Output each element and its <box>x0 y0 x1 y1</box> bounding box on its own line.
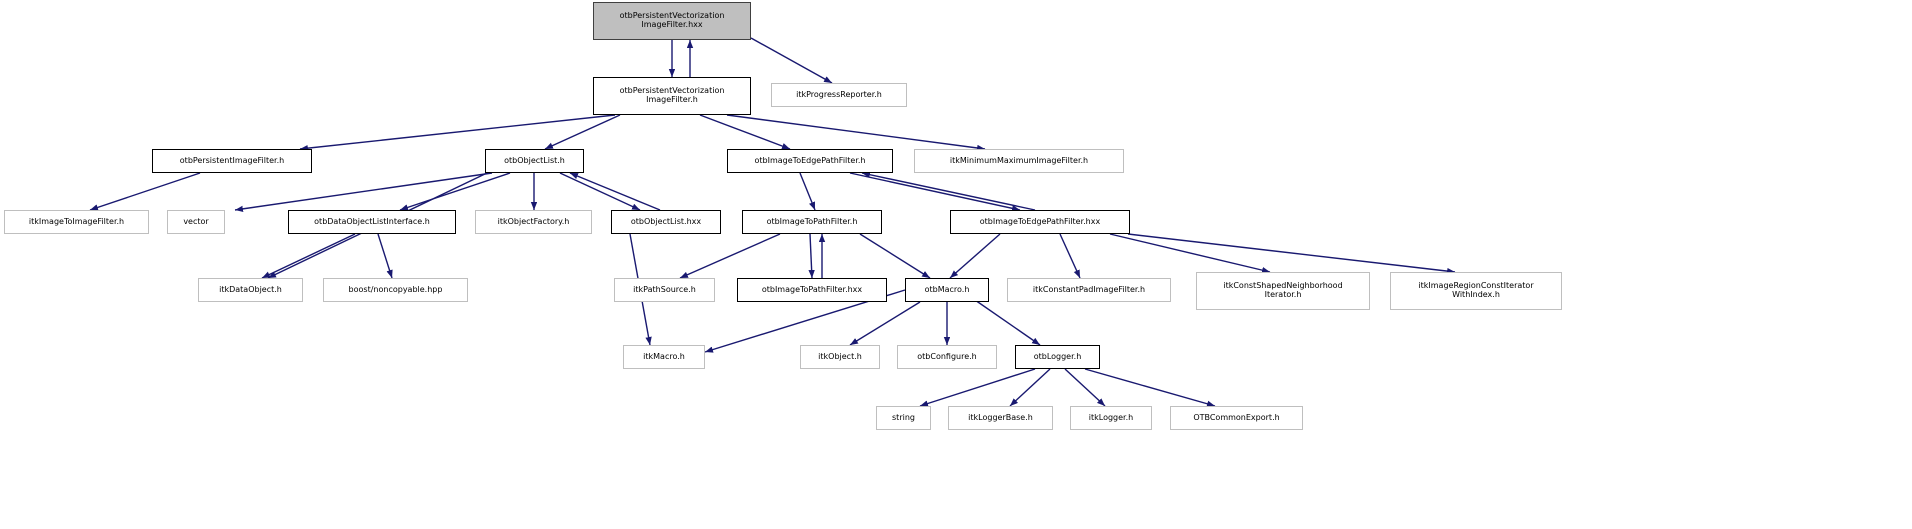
graph-node-label: itkMacro.h <box>643 351 685 361</box>
graph-edge-n20-to-n25 <box>974 299 1041 346</box>
graph-node-itklogger-h[interactable]: itkLogger.h <box>1070 406 1152 430</box>
graph-node-string[interactable]: string <box>876 406 931 430</box>
graph-node-label: otbDataObjectListInterface.h <box>314 216 430 226</box>
graph-node-itkimagetoimagefilter-h[interactable]: itkImageToImageFilter.h <box>4 210 149 234</box>
graph-edge-n9-to-n17 <box>377 233 393 279</box>
graph-node-label: itkConstantPadImageFilter.h <box>1032 284 1146 294</box>
graph-edge-n13-to-n15 <box>1127 233 1456 275</box>
graph-node-otbobjectlist-h[interactable]: otbObjectList.h <box>485 149 584 173</box>
graph-node-otbobjectlist-hxx[interactable]: otbObjectList.hxx <box>611 210 721 234</box>
graph-node-boost-noncopyable-hpp[interactable]: boost/noncopyable.hpp <box>323 278 468 302</box>
graph-node-itkloggerbase-h[interactable]: itkLoggerBase.h <box>948 406 1053 430</box>
graph-edge-n25-to-n27 <box>1009 368 1051 407</box>
graph-edge-n0-to-n2 <box>750 37 833 84</box>
graph-node-otbmacro-h[interactable]: otbMacro.h <box>905 278 989 302</box>
graph-node-label: otbConfigure.h <box>917 351 977 361</box>
graph-edge-n5-to-n12 <box>799 172 816 211</box>
graph-node-label: vector <box>183 216 209 226</box>
graph-node-otbdataobjectlistinterface-h[interactable]: otbDataObjectListInterface.h <box>288 210 456 234</box>
graph-node-otbpersistentvectorizationimagefilter-hxx[interactable]: otbPersistentVectorization ImageFilter.h… <box>593 2 751 40</box>
graph-node-itkconstantpadimagefilter-h[interactable]: itkConstantPadImageFilter.h <box>1007 278 1171 302</box>
graph-node-itkconstshapedneighborhooditerator-h[interactable]: itkConstShapedNeighborhood Iterator.h <box>1196 272 1370 310</box>
graph-edge-n13-to-n14 <box>1109 233 1271 274</box>
graph-node-otbimagetoedgepathfilter-hxx[interactable]: otbImageToEdgePathFilter.hxx <box>950 210 1130 234</box>
graph-edge-n25-to-n28 <box>1064 368 1106 407</box>
graph-node-label: itkMinimumMaximumImageFilter.h <box>949 155 1089 165</box>
graph-node-otbimagetopathfilter-hxx[interactable]: otbImageToPathFilter.hxx <box>737 278 887 302</box>
graph-edge-n4-to-n11 <box>559 172 641 211</box>
graph-edge-n11-to-n4 <box>569 172 661 211</box>
graph-node-label: otbImageToPathFilter.h <box>766 216 858 226</box>
graph-edge-n4-to-n9 <box>399 172 511 211</box>
graph-node-label: otbImageToEdgePathFilter.h <box>754 155 866 165</box>
graph-edge-n5-to-n13 <box>849 172 1021 212</box>
graph-node-label: otbMacro.h <box>924 284 970 294</box>
graph-node-label: otbObjectList.hxx <box>630 216 702 226</box>
graph-edge-n4-to-n8 <box>234 172 493 213</box>
graph-node-label: itkLogger.h <box>1088 412 1134 422</box>
graph-node-itkimageregionconstiteratorwithindex-h[interactable]: itkImageRegionConstIterator WithIndex.h <box>1390 272 1562 310</box>
graph-edge-n1-to-n6 <box>726 114 986 152</box>
graph-edge-n13-to-n21 <box>1059 233 1081 279</box>
graph-node-label: itkObject.h <box>818 351 862 361</box>
graph-edge-n1-to-n5 <box>699 114 791 150</box>
graph-node-label: itkDataObject.h <box>219 284 282 294</box>
graph-node-itkobjectfactory-h[interactable]: itkObjectFactory.h <box>475 210 592 234</box>
graph-node-label: otbImageToPathFilter.hxx <box>761 284 863 294</box>
graph-edge-n12-to-n19 <box>808 233 815 279</box>
graph-edge-n25-to-n29 <box>1084 368 1216 407</box>
graph-node-label: boost/noncopyable.hpp <box>348 284 443 294</box>
graph-node-vector[interactable]: vector <box>167 210 225 234</box>
graph-edge-n1-to-n4 <box>544 114 621 150</box>
graph-node-label: otbPersistentVectorization ImageFilter.h <box>619 86 725 104</box>
graph-node-label: itkProgressReporter.h <box>796 89 882 99</box>
graph-edge-n1-to-n3 <box>299 114 616 152</box>
graph-node-otbpersistentimagefilter-h[interactable]: otbPersistentImageFilter.h <box>152 149 312 173</box>
graph-node-label: otbPersistentImageFilter.h <box>179 155 285 165</box>
graph-node-label: otbObjectList.h <box>504 155 565 165</box>
graph-node-label: itkImageToImageFilter.h <box>28 216 125 226</box>
graph-edge-n12-to-n20 <box>859 233 931 279</box>
graph-node-label: otbLogger.h <box>1033 351 1082 361</box>
graph-node-itkdataobject-h[interactable]: itkDataObject.h <box>198 278 303 302</box>
graph-edge-n3-to-n7 <box>89 172 201 211</box>
graph-edge-n13-to-n5 <box>861 171 1036 211</box>
graph-node-itkmacro-h[interactable]: itkMacro.h <box>623 345 705 369</box>
graph-edge-n12-to-n18 <box>679 233 781 279</box>
graph-node-itkminimummaximumimagefilter-h[interactable]: itkMinimumMaximumImageFilter.h <box>914 149 1124 173</box>
graph-node-label: string <box>892 412 915 422</box>
graph-node-label: OTBCommonExport.h <box>1193 412 1280 422</box>
graph-node-itkpathsource-h[interactable]: itkPathSource.h <box>614 278 715 302</box>
graph-node-label: itkPathSource.h <box>633 284 696 294</box>
graph-node-label: itkConstShapedNeighborhood Iterator.h <box>1223 281 1343 299</box>
graph-node-label: itkObjectFactory.h <box>497 216 570 226</box>
graph-node-label: itkImageRegionConstIterator WithIndex.h <box>1418 281 1534 299</box>
graph-node-otbpersistentvectorizationimagefilter-h[interactable]: otbPersistentVectorization ImageFilter.h <box>593 77 751 115</box>
graph-node-itkprogressreporter-h[interactable]: itkProgressReporter.h <box>771 83 907 107</box>
graph-edge-n20-to-n23 <box>849 301 921 346</box>
graph-node-otbcommonexport-h[interactable]: OTBCommonExport.h <box>1170 406 1303 430</box>
graph-node-label: otbPersistentVectorization ImageFilter.h… <box>619 11 725 29</box>
graph-node-otblogger-h[interactable]: otbLogger.h <box>1015 345 1100 369</box>
graph-node-label: itkLoggerBase.h <box>968 412 1033 422</box>
graph-edge-n25-to-n26 <box>919 368 1036 407</box>
graph-edge-n9-to-n16 <box>261 233 356 279</box>
graph-node-otbimagetopathfilter-h[interactable]: otbImageToPathFilter.h <box>742 210 882 234</box>
graph-node-label: otbImageToEdgePathFilter.hxx <box>979 216 1101 226</box>
graph-node-itkobject-h[interactable]: itkObject.h <box>800 345 880 369</box>
graph-edge-n13-to-n20 <box>949 233 1001 279</box>
graph-node-otbconfigure-h[interactable]: otbConfigure.h <box>897 345 997 369</box>
graph-node-otbimagetoedgepathfilter-h[interactable]: otbImageToEdgePathFilter.h <box>727 149 893 173</box>
